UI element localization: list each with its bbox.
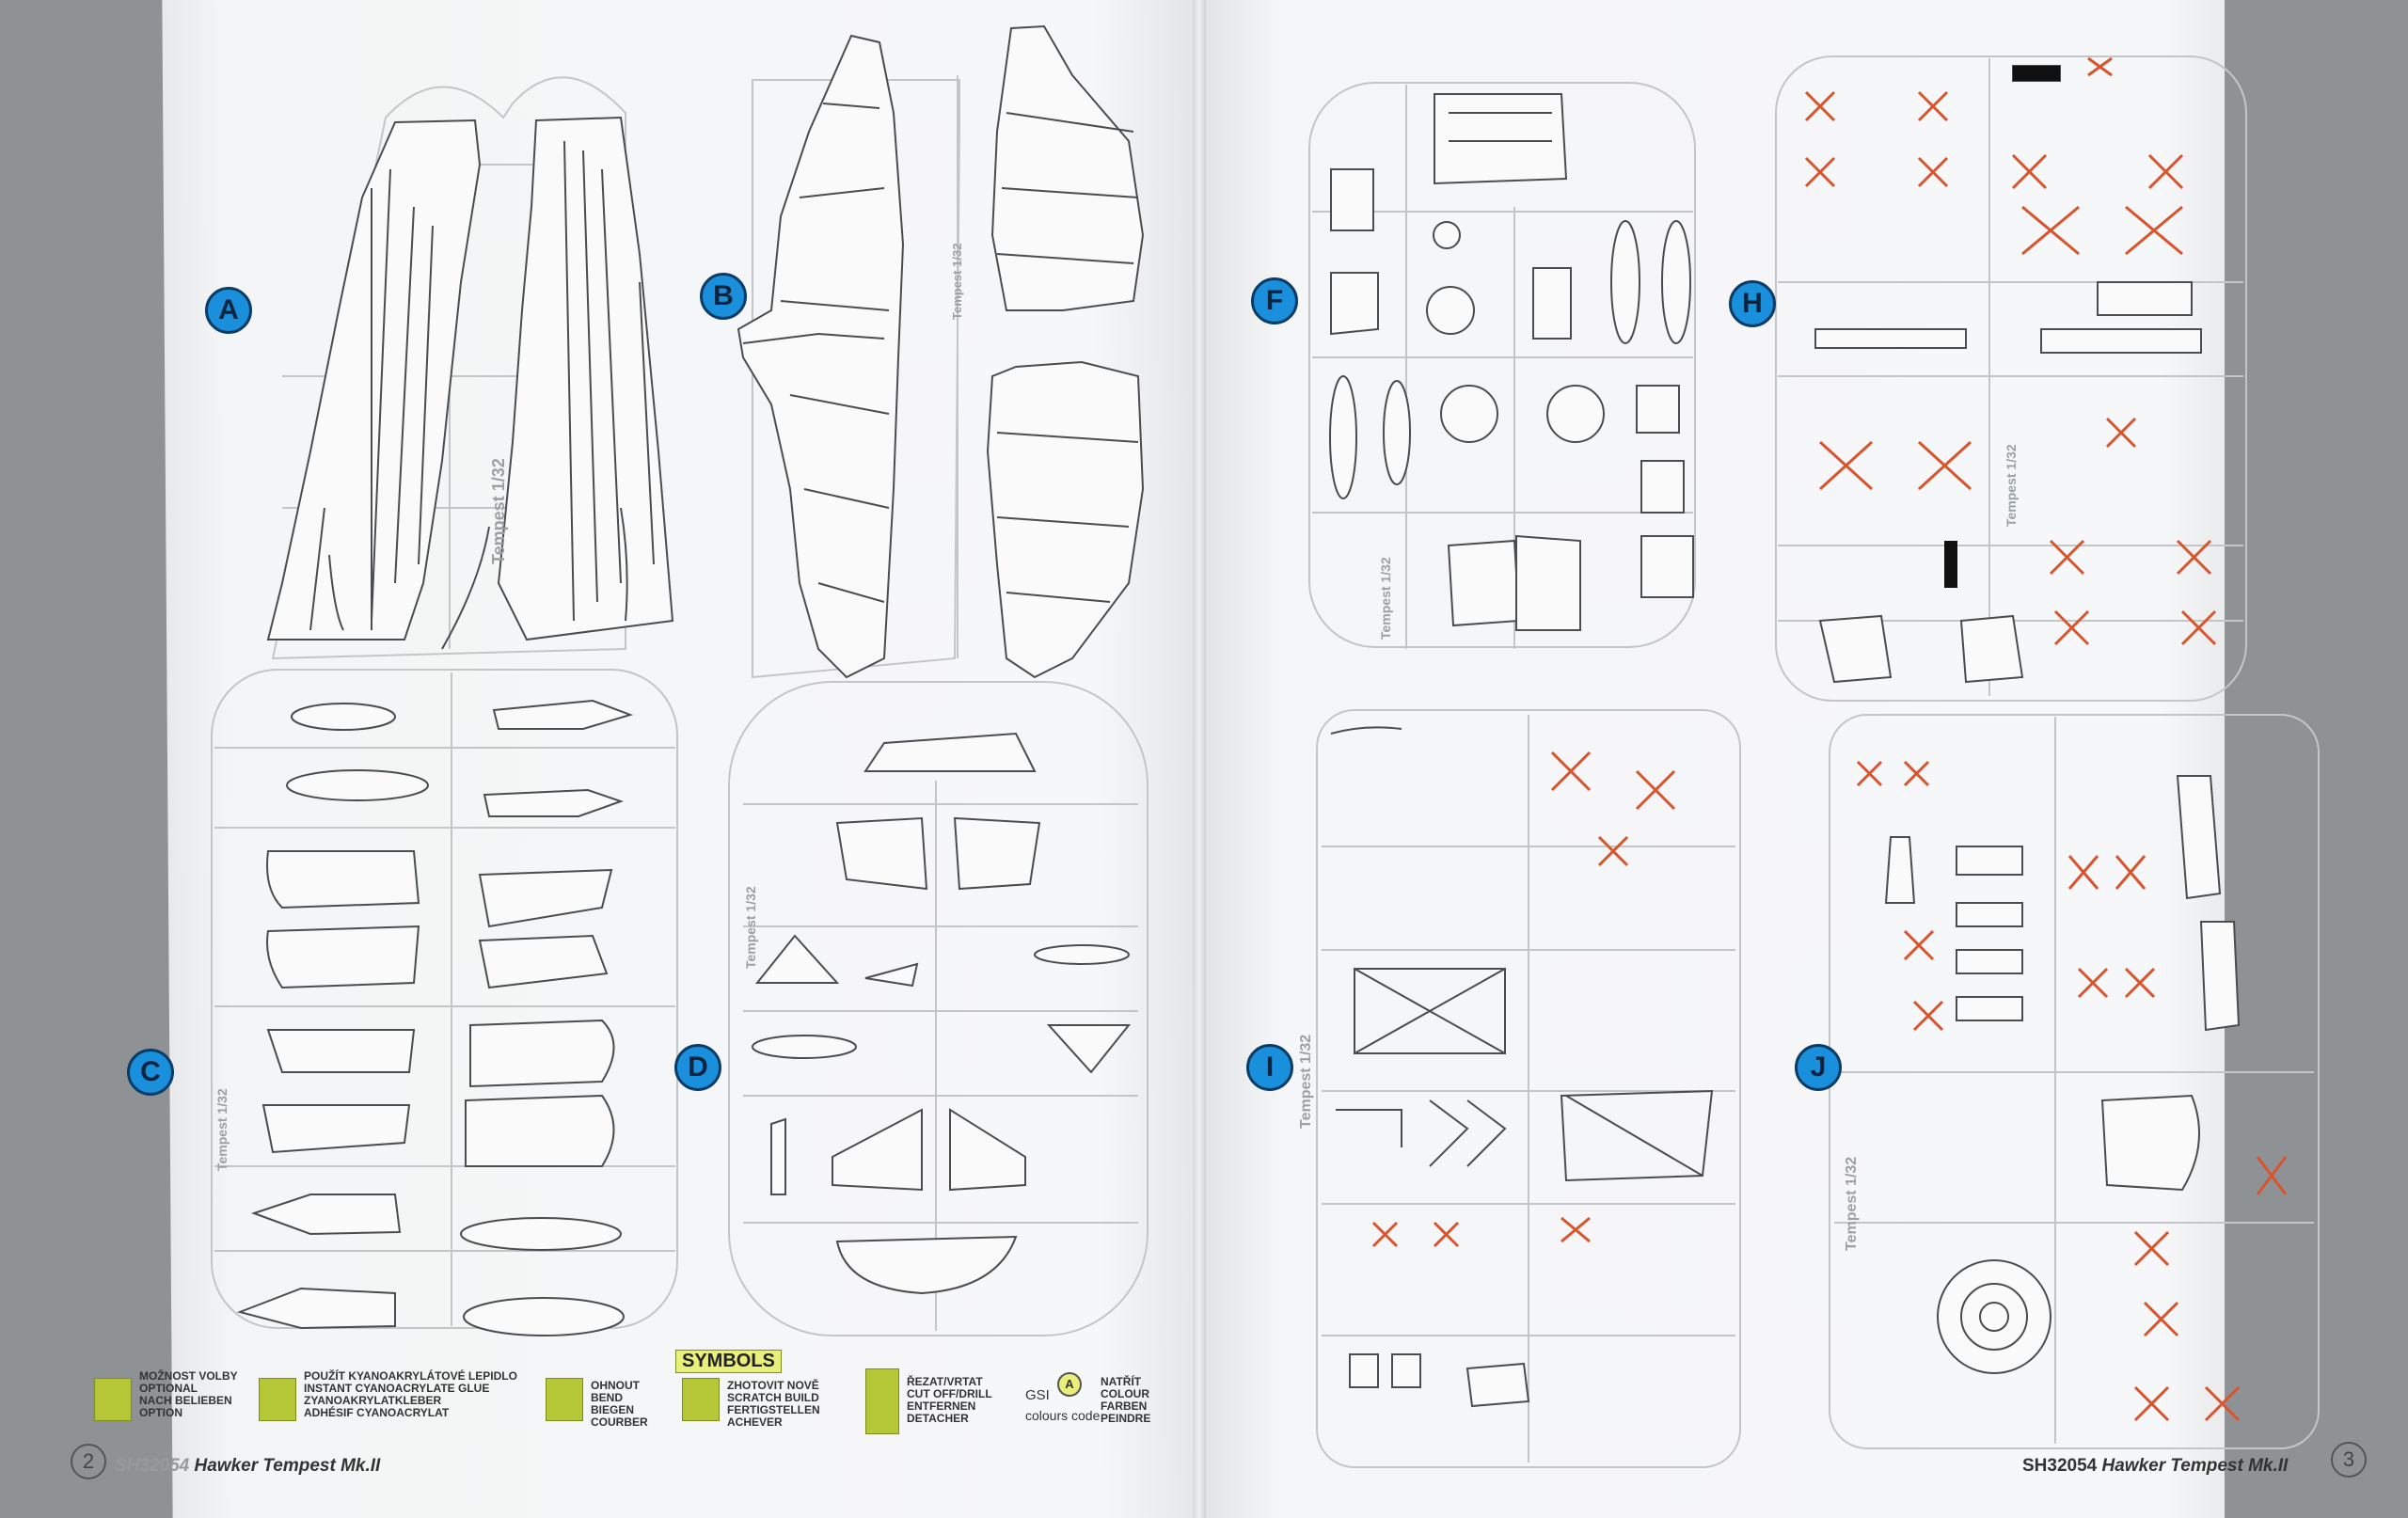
legend-scratch: ZHOTOVIT NOVĚ SCRATCH BUILD FERTIGSTELLE… — [682, 1368, 842, 1436]
sprue-c-marking: Tempest 1/32 — [214, 1088, 230, 1171]
sprue-label-d: D — [674, 1044, 721, 1091]
footer-right: SH32054 Hawker Tempest Mk.II — [2022, 1456, 2289, 1476]
legend-glue-text: POUŽÍT KYANOAKRYLÁTOVÉ LEPIDLO INSTANT C… — [304, 1369, 517, 1419]
legend-optional-text: MOŽNOST VOLBY OPTIONAL NACH BELIEBEN OPT… — [139, 1369, 238, 1419]
sprue-label-j: J — [1795, 1044, 1842, 1091]
sprue-label-a: A — [205, 287, 252, 334]
sprue-f-marking: Tempest 1/32 — [1378, 557, 1393, 640]
page-number-right: 3 — [2331, 1442, 2367, 1478]
page-number-left: 2 — [71, 1444, 106, 1479]
sprue-d-drawing — [728, 681, 1149, 1336]
legend-glue: POUŽÍT KYANOAKRYLÁTOVÉ LEPIDLO INSTANT C… — [259, 1368, 531, 1436]
legend-scratch-text: ZHOTOVIT NOVĚ SCRATCH BUILD FERTIGSTELLE… — [727, 1379, 820, 1429]
legend-bend: OHNOUT BEND BIEGEN COURBER — [546, 1368, 668, 1436]
sprue-label-h: H — [1729, 280, 1776, 327]
removal-marks — [1371, 56, 2288, 1422]
sprue-label-f: F — [1251, 277, 1298, 324]
sprue-a-marking: Tempest 1/32 — [489, 458, 508, 564]
symbols-title: SYMBOLS — [675, 1350, 782, 1373]
sprue-h-drawing — [1775, 55, 2247, 702]
right-page — [1199, 0, 2225, 1518]
legend-paint: GSI A colours code NATŘÍT COLOUR FARBEN … — [1025, 1368, 1166, 1436]
legend-cut-text: ŘEZAT/VRTAT CUT OFF/DRILL ENTFERNEN DETA… — [907, 1375, 992, 1425]
sprue-j-drawing — [1829, 714, 2320, 1449]
sprue-h-marking: Tempest 1/32 — [2004, 444, 2019, 527]
sprue-label-i: I — [1246, 1044, 1293, 1091]
cut-icon — [865, 1368, 899, 1434]
sprue-b-drawing — [737, 24, 1145, 679]
gsi-sub: colours code — [1025, 1408, 1101, 1423]
glue-drop-icon — [259, 1378, 296, 1421]
question-icon — [94, 1378, 132, 1421]
gsi-paint-icon: A — [1057, 1372, 1082, 1397]
gsi-label: GSI — [1025, 1387, 1050, 1403]
sprue-label-b: B — [700, 273, 747, 320]
legend-bend-text: OHNOUT BEND BIEGEN COURBER — [591, 1379, 648, 1429]
symbols-legend: SYMBOLS MOŽNOST VOLBY OPTIONAL NACH BELI… — [94, 1350, 1166, 1444]
sprue-i-drawing — [1316, 709, 1741, 1468]
sprue-j-marking: Tempest 1/32 — [1844, 1156, 1860, 1251]
sprue-i-marking: Tempest 1/32 — [1298, 1034, 1314, 1129]
sprue-b-marking: Tempest 1/32 — [950, 243, 964, 320]
hand-icon — [682, 1378, 720, 1421]
footer-left: SH32054 Hawker Tempest Mk.II — [115, 1456, 381, 1476]
sprue-d-marking: Tempest 1/32 — [743, 886, 758, 969]
sprue-f-drawing — [1308, 82, 1696, 649]
sprue-a-drawing — [266, 76, 674, 660]
bend-icon — [546, 1378, 583, 1421]
legend-paint-text: NATŘÍT COLOUR FARBEN PEINDRE — [1101, 1375, 1151, 1425]
sprue-label-c: C — [127, 1049, 174, 1096]
book-spine — [1193, 0, 1206, 1518]
legend-cut: ŘEZAT/VRTAT CUT OFF/DRILL ENTFERNEN DETA… — [865, 1368, 1006, 1436]
legend-optional: MOŽNOST VOLBY OPTIONAL NACH BELIEBEN OPT… — [94, 1368, 249, 1436]
sprue-c-drawing — [211, 669, 678, 1336]
